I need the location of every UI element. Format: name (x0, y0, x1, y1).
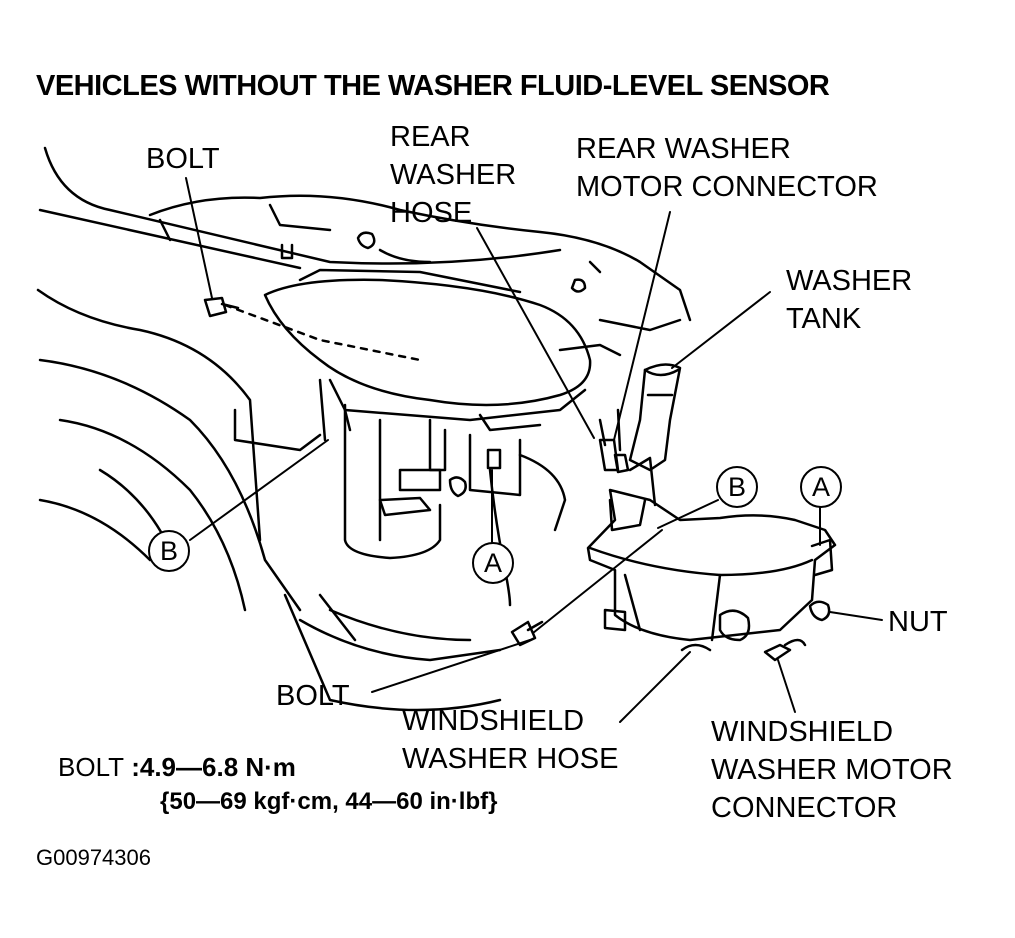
engine-top (148, 194, 692, 357)
label-rear-washer-hose: REAR WASHER HOSE (390, 121, 517, 229)
label-windshield-washer-motor-connector: WINDSHIELD WASHER MOTOR CONNECTOR (711, 716, 953, 824)
bolt-top-drawing (203, 296, 240, 318)
torque-label: BOLT (58, 752, 124, 782)
diagram-title: VEHICLES WITHOUT THE WASHER FLUID-LEVEL … (36, 70, 830, 102)
label-rear-washer-motor-connector: REAR WASHER MOTOR CONNECTOR (576, 133, 878, 203)
marker-b-right: B (716, 466, 758, 508)
label-nut: NUT (888, 606, 948, 638)
washer-tank-drawing (586, 363, 837, 662)
label-bolt-bottom: BOLT (276, 680, 350, 712)
label-bolt-top: BOLT (146, 143, 220, 175)
marker-b-left: B (148, 530, 190, 572)
label-washer-tank: WASHER TANK (786, 265, 913, 335)
label-windshield-washer-hose: WINDSHIELD WASHER HOSE (402, 705, 619, 775)
figure-code: G00974306 (36, 845, 151, 870)
headlamp-assembly (223, 268, 592, 432)
torque-spec: BOLT :4.9—6.8 N·m (58, 752, 296, 783)
marker-a-center: A (472, 542, 514, 584)
fender-body (36, 146, 562, 712)
leader-lines (185, 177, 883, 723)
bolt-bottom-drawing (510, 620, 544, 647)
torque-value: :4.9—6.8 N·m (123, 752, 296, 782)
torque-alt-units: {50—69 kgf·cm, 44—60 in·lbf} (160, 788, 498, 815)
marker-a-right: A (800, 466, 842, 508)
